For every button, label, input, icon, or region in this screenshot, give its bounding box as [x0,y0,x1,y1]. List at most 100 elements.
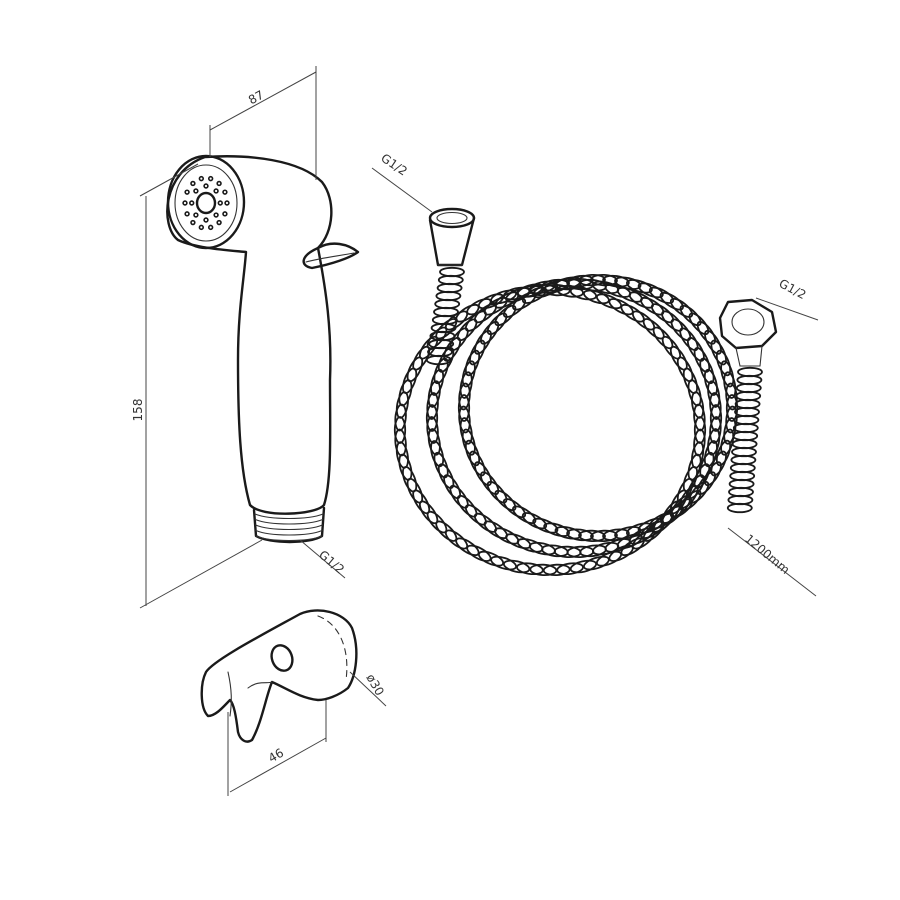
hose-coil-ring [709,404,723,432]
hose-coil-ring [430,440,445,468]
hose-coil-ring [521,512,548,530]
hose-coil-ring [637,517,664,534]
hose-coil-ring [704,461,722,487]
hose-coil-ring [669,297,694,318]
hose-coil-ring [720,360,735,388]
hose-coil-ring [479,320,500,345]
label-hose-outlet: G1/2 [777,276,809,302]
hose-coil-ring [707,428,721,456]
dimension-label-158: 158 [131,399,145,422]
hose-coil-ring [688,480,710,504]
hose-coil-ring [725,405,738,434]
hose-coil-ring [469,450,486,477]
hose-coil-ring [532,517,559,534]
hose-coil-ring [486,480,508,504]
hose-coil-ring [566,274,594,288]
spray-hole [203,183,209,189]
hose-coil-ring [726,502,753,514]
thread-ring [255,535,323,541]
hose-coil-ring [710,339,727,366]
hose-coil-ring [433,357,449,385]
hose-coil-ring [464,439,481,467]
hose-coil-ring [661,310,684,332]
hose-coil-ring [427,380,441,408]
hose-coil-ring [554,526,582,540]
hose-coil-ring [502,297,527,318]
hose-coil-ring [709,416,722,444]
spray-hole [222,211,228,217]
hose-coil-ring [543,522,570,537]
hose-coil-ring [626,522,653,537]
dimension-holder-width: 46 [227,700,327,796]
hose-coil-ring [686,336,705,362]
hose-coil-ring [464,504,487,526]
sprayer-thread-rings [254,513,324,541]
spray-hole [184,211,190,217]
spray-hole [216,180,222,187]
hose-coil-ring [542,563,571,577]
hose-coil-ring [648,286,675,304]
dimension-height: 158 [131,163,263,609]
hose-coil-ring [449,484,469,509]
hose-coil-ring [693,347,711,373]
spray-hole [222,189,228,195]
hose-coil-ring [715,349,732,377]
hose-coil-ring [659,291,684,311]
label-hose-length: 1200mm [742,532,792,577]
hose-coil-ring [425,354,452,366]
spray-hole [207,224,214,231]
hose-coil-ring [458,405,471,434]
hose-coil-ring [590,529,618,543]
hose-coil-ring [703,368,718,396]
hose-coil-ring [461,428,476,456]
hose [393,207,778,577]
hose-coil-ring [704,329,722,355]
hose-coil-ring [710,450,727,477]
hose-coil-ring [529,563,558,577]
hose-coil-ring [696,320,717,345]
thread-ring [255,529,323,536]
hose-coil-ring [502,498,527,519]
hose-coil-ring [543,279,570,294]
hand-sprayer [166,154,360,544]
hose-coil-ring [427,428,441,456]
hose-coil-ring [474,461,492,487]
spray-hole [190,180,196,187]
hose-coil-ring [469,339,486,366]
hose-coil-ring [430,368,445,396]
hose-coil-ring [707,380,721,408]
thread-ring [254,518,324,525]
spray-hole [198,224,205,231]
spray-hole [224,200,230,206]
spray-hole [213,212,219,218]
hose-coil-ring [669,498,694,519]
hose-coil-ring [521,286,548,304]
hose-coil-ring [494,304,517,327]
hose-coil-ring [479,471,500,496]
hose-coil-ring [458,382,471,411]
hose-coil-ring [715,439,732,467]
hose-coil-ring [602,274,630,288]
callout-sprayer-thread: G1/2 [299,539,347,579]
label-hose-inlet: G1/2 [378,151,410,179]
hose-coil-ring [590,273,618,287]
hose-coil-ring [648,512,675,530]
hose-coil-ring [443,336,462,362]
hose-coil-ring [709,392,722,420]
hose-coil-ring [699,357,715,385]
dimension-head-width: 87 [209,66,317,180]
hose-coil-ring [473,512,498,533]
hose-coil-ring [723,371,737,399]
holder-bracket [200,609,358,743]
hose-coil-ring [512,291,537,311]
hose-coil-ring [578,273,606,287]
spray-hole [193,212,199,218]
hose-coil-ring [459,371,473,399]
dimension-label-46: 46 [266,746,286,766]
hose-coil-ring [578,529,606,543]
hose-coil-ring [688,312,710,336]
hose-coil-ring [614,276,642,290]
hose-coil-ring [486,312,508,336]
hose-coil-ring [516,562,544,576]
label-holder-diameter: ø30 [363,672,386,699]
